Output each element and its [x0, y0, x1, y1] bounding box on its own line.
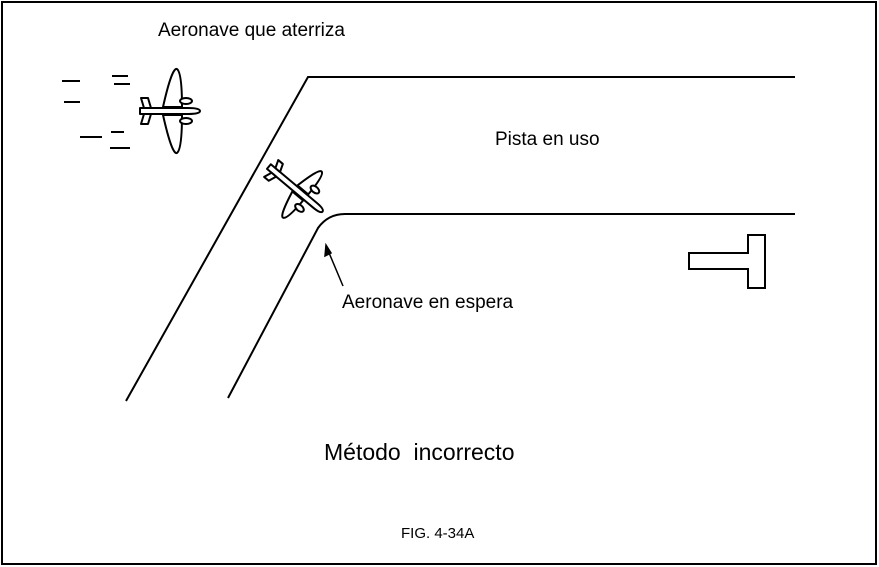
landing-aircraft-label: Aeronave que aterriza	[158, 20, 345, 41]
runway-upper-edge	[125, 76, 795, 402]
runway-label: Pista en uso	[495, 129, 600, 150]
method-caption: Método incorrecto	[324, 439, 515, 465]
pointer-arrow	[324, 242, 344, 287]
speed-lines	[62, 75, 130, 149]
landing-t-icon	[688, 234, 766, 289]
runway-lower-edge	[227, 213, 795, 399]
holding-aircraft-label: Aeronave en espera	[342, 292, 514, 313]
figure-number: FIG. 4-34A	[401, 525, 475, 542]
landing-aircraft-icon	[139, 68, 201, 154]
holding-aircraft-icon	[263, 159, 324, 219]
